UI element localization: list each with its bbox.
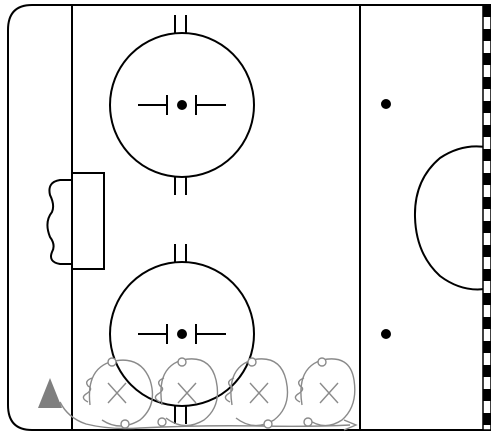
obstacle-3 [224, 357, 289, 429]
goal-net [71, 172, 105, 270]
cone-icon [317, 357, 327, 367]
faceoff-circle-top [109, 15, 255, 195]
cone-icon [263, 419, 273, 429]
cone-icon [120, 419, 130, 429]
rink-boards [7, 4, 491, 431]
cone-icon [157, 417, 167, 427]
goal-crease [46, 179, 72, 265]
cone-icon [177, 357, 187, 367]
center-circle [413, 145, 491, 291]
faceoff-circle-bottom [109, 244, 255, 424]
obstacle-4 [294, 357, 356, 427]
drill-path [59, 401, 358, 431]
faceoff-dot-bottom [177, 329, 187, 339]
cone-icon [247, 357, 257, 367]
cone-icon [303, 417, 313, 427]
player-triangle-icon [38, 378, 62, 408]
center-red-line [482, 4, 491, 431]
cone-icon [107, 357, 117, 367]
neutral-zone-dot-bottom [381, 329, 391, 339]
faceoff-dot-top [177, 100, 187, 110]
obstacle-1 [82, 357, 154, 429]
neutral-zone-dot-top [381, 99, 391, 109]
obstacle-2 [154, 357, 219, 427]
